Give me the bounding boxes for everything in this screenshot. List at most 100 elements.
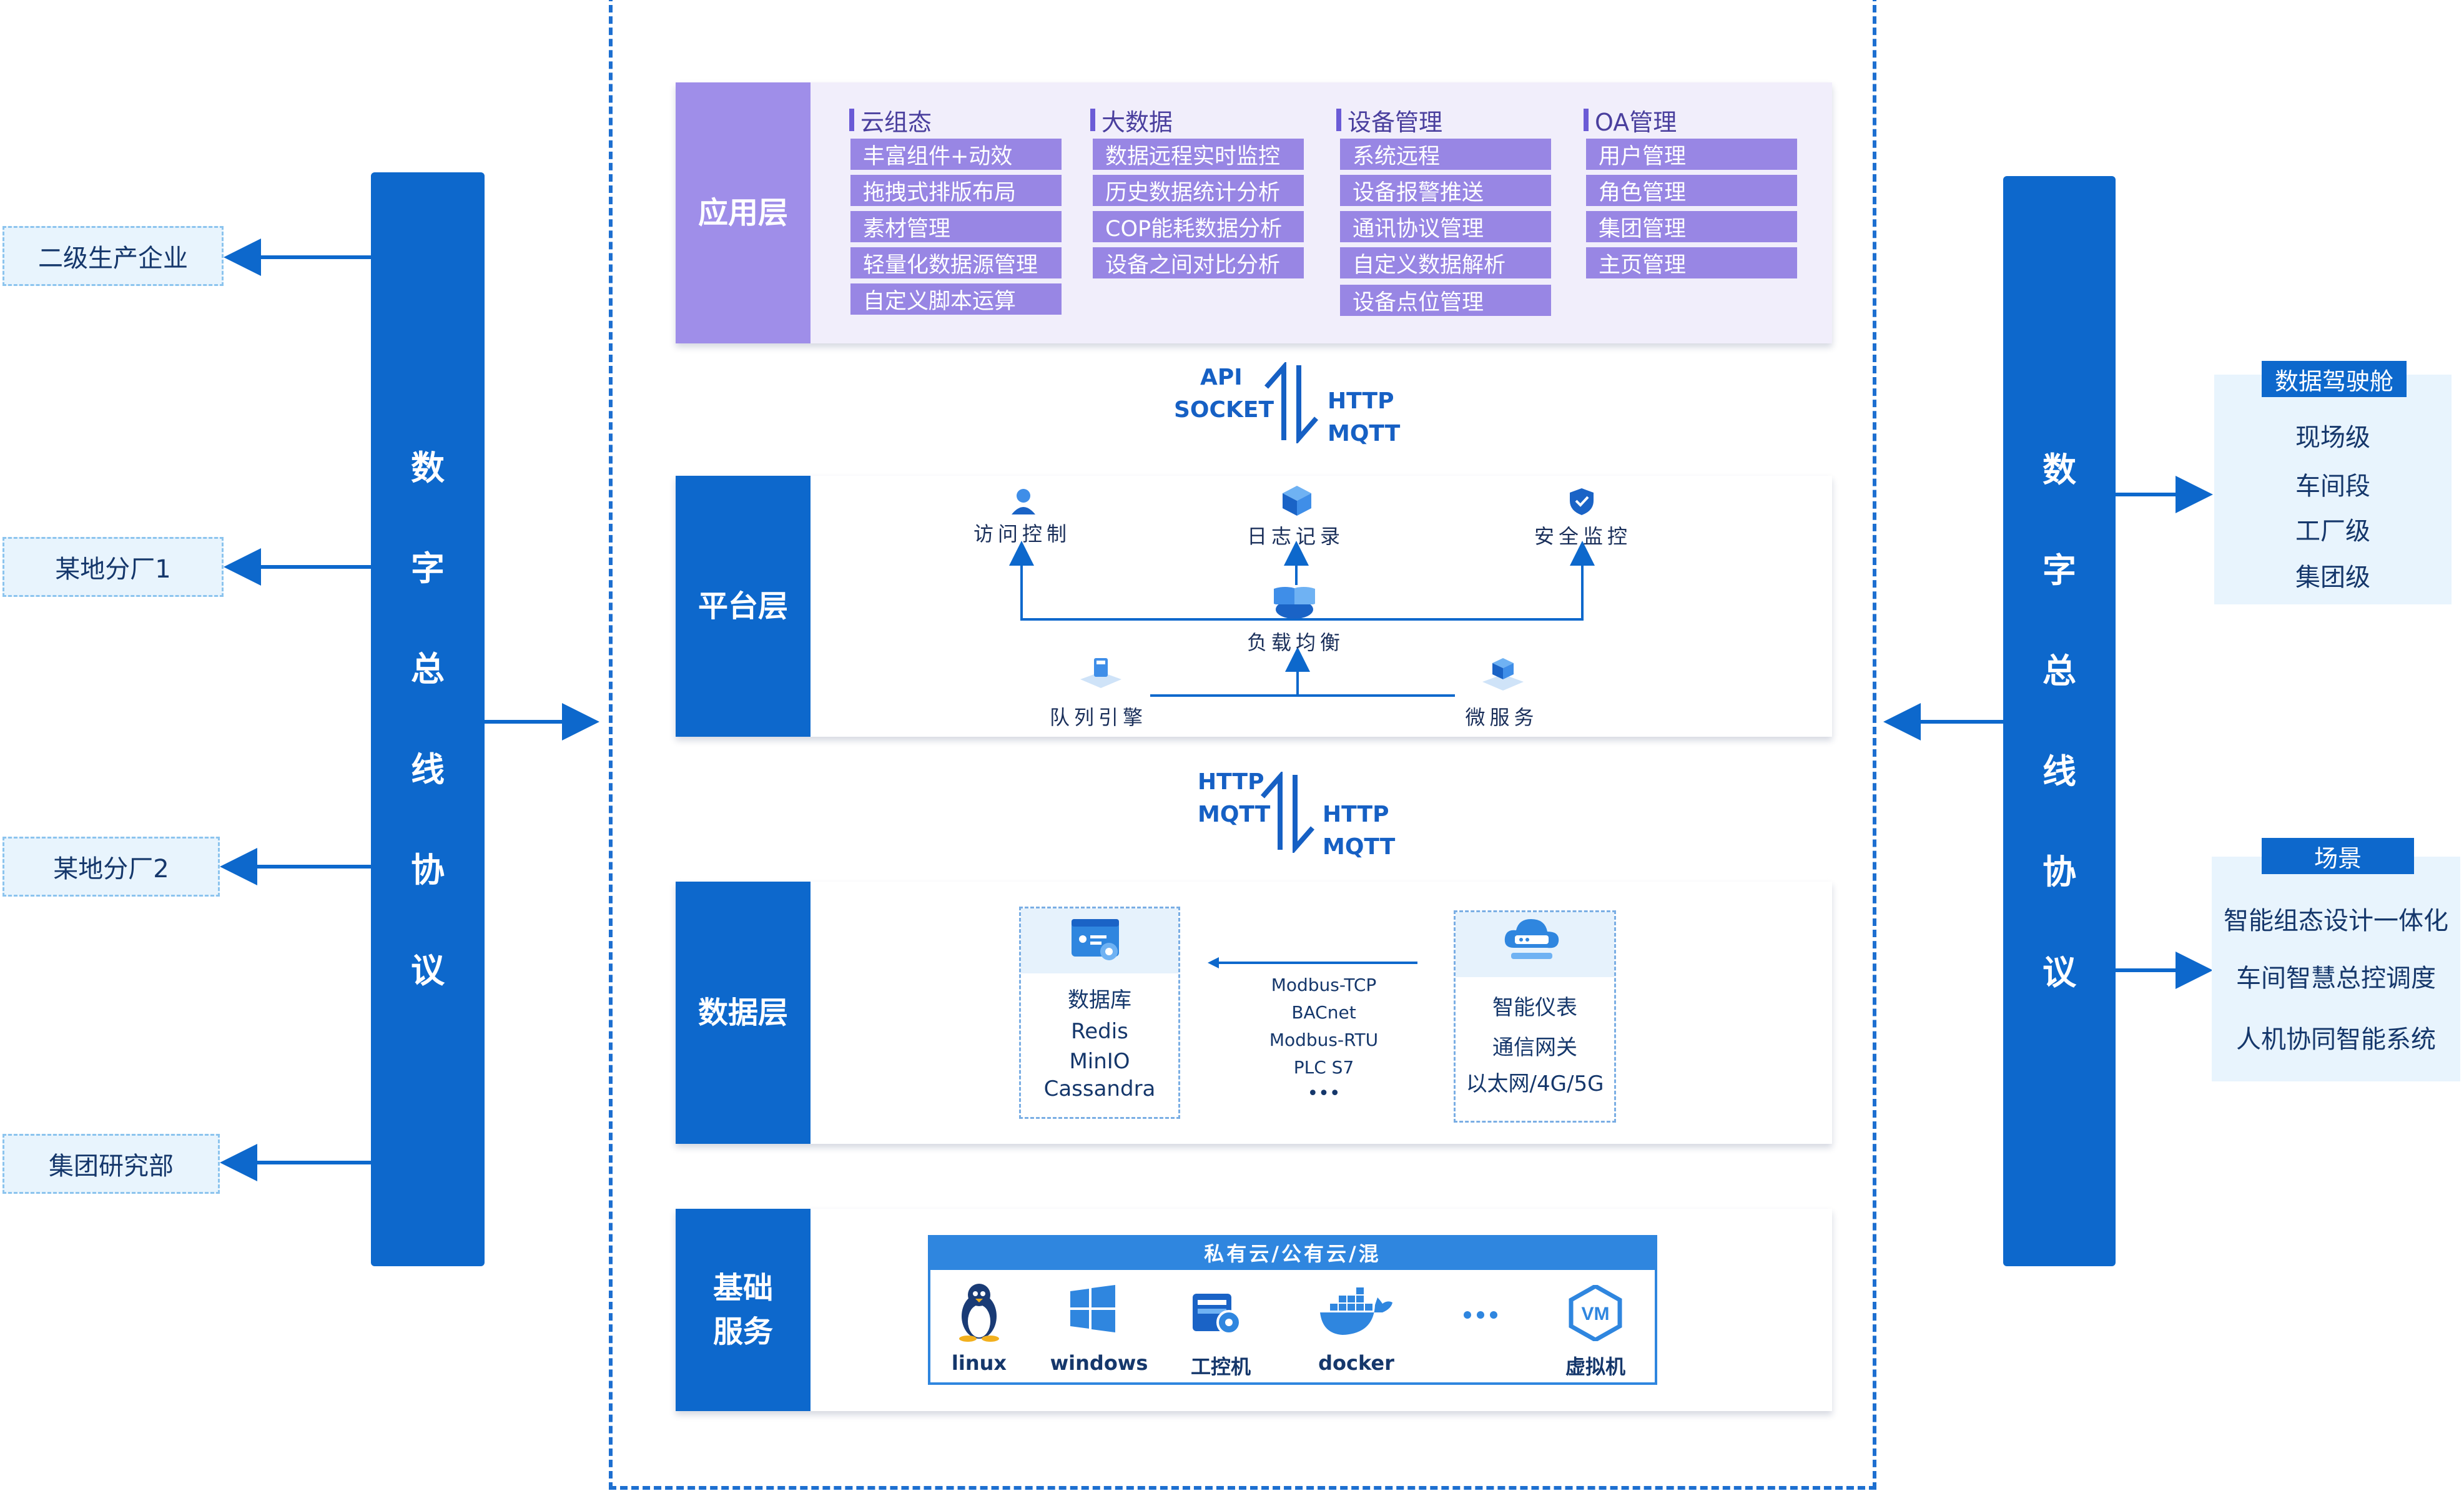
base-service-layer-label: 基础 服务 — [676, 1209, 811, 1411]
application-layer-label: 应用层 — [676, 82, 811, 343]
feature-item: 丰富组件+动效 — [850, 139, 1062, 170]
microservice-icon — [1482, 658, 1524, 691]
device-protocol-item: Modbus-TCP — [1271, 975, 1377, 995]
feature-item: 素材管理 — [850, 211, 1062, 242]
right-digital-bus: 数 字 总 线 协 议 — [2003, 176, 2116, 1266]
bus-char: 线 — [411, 750, 445, 789]
right-panel-scene — [2212, 857, 2460, 1081]
protocol-label: HTTP — [1328, 388, 1394, 414]
bidirectional-arrow-icon — [1264, 362, 1319, 443]
protocol-label: MQTT — [1198, 802, 1271, 827]
feature-item: 拖拽式排版布局 — [850, 175, 1062, 206]
category-title: 设备管理 — [1336, 106, 1442, 136]
feature-item: 自定义脚本运算 — [850, 283, 1062, 315]
left-node-box: 二级生产企业 — [2, 226, 224, 286]
feature-item: 自定义数据解析 — [1340, 247, 1551, 278]
feature-item: 通讯协议管理 — [1340, 211, 1551, 242]
bidirectional-arrow-icon — [1260, 772, 1315, 853]
platform-flow-lines — [1009, 541, 1595, 697]
bus-char: 协 — [411, 850, 445, 890]
platform-layer-label: 平台层 — [676, 476, 811, 737]
feature-item: 角色管理 — [1586, 175, 1797, 206]
platform-node-label: 日志记录 — [1246, 524, 1344, 548]
device-card-line: 通信网关 — [1492, 1035, 1577, 1060]
feature-item: 历史数据统计分析 — [1093, 175, 1304, 206]
more-dots-icon — [1464, 1311, 1497, 1319]
svg-text:VM: VM — [1582, 1304, 1610, 1324]
left-digital-bus: 数 字 总 线 协 议 — [371, 172, 485, 1266]
right-panel-item: 现场级 — [2295, 423, 2370, 452]
protocol-label: HTTP — [1323, 802, 1389, 827]
label-line: 服务 — [712, 1314, 773, 1349]
protocol-flow-arrow — [1208, 957, 1417, 968]
platform-node-label: 微服务 — [1465, 706, 1539, 729]
device-protocol-item: Modbus-RTU — [1269, 1030, 1379, 1050]
left-node-box: 集团研究部 — [2, 1134, 220, 1194]
architecture-frame — [609, 0, 1876, 1490]
bus-char: 字 — [411, 549, 445, 588]
data-layer-label: 数据层 — [676, 882, 811, 1144]
device-card-line: 以太网/4G/5G — [1466, 1071, 1604, 1096]
category-title: OA管理 — [1584, 106, 1677, 136]
windows-icon — [1070, 1285, 1115, 1332]
industrial-pc-icon — [1193, 1294, 1241, 1335]
category-title: 大数据 — [1090, 106, 1173, 136]
protocol-label: MQTT — [1323, 834, 1396, 860]
label-line: 基础 — [712, 1271, 773, 1306]
data-layer — [676, 882, 1832, 1144]
feature-item: 轻量化数据源管理 — [850, 247, 1062, 278]
database-card-line: MinIO — [1069, 1049, 1130, 1074]
protocol-label: SOCKET — [1174, 397, 1274, 423]
feature-item: 设备之间对比分析 — [1093, 247, 1304, 278]
right-panel-title: 数据驾驶舱 — [2262, 361, 2407, 397]
bus-char: 线 — [2043, 752, 2076, 791]
device-protocol-item: PLC S7 — [1293, 1057, 1354, 1078]
vm-icon: VM — [1569, 1285, 1622, 1341]
database-card-line: Cassandra — [1043, 1076, 1156, 1101]
bus-char: 总 — [2043, 651, 2076, 691]
right-panel-item: 智能组态设计一体化 — [2224, 907, 2448, 935]
feature-item: 数据远程实时监控 — [1093, 139, 1304, 170]
docker-whale-icon — [1320, 1287, 1392, 1335]
platform-node-label: 安全监控 — [1534, 524, 1632, 548]
bus-char: 议 — [411, 951, 445, 990]
database-icon — [1072, 919, 1119, 960]
left-node-box: 某地分厂1 — [2, 537, 224, 597]
device-protocol-more: ••• — [1307, 1083, 1341, 1105]
base-item-label: 工控机 — [1190, 1355, 1251, 1379]
right-panel-item: 车间段 — [2295, 472, 2370, 501]
user-icon — [1012, 489, 1035, 514]
protocol-label: MQTT — [1328, 421, 1401, 446]
right-panel-title: 场景 — [2262, 838, 2414, 874]
database-card-line: Redis — [1071, 1019, 1128, 1044]
left-node-box: 某地分厂2 — [2, 837, 220, 897]
log-box-icon — [1283, 486, 1311, 516]
cloud-type-bar: 私有云/公有云/混 — [928, 1235, 1657, 1270]
protocol-label: API — [1200, 365, 1243, 390]
queue-engine-icon — [1080, 658, 1121, 688]
base-item-label: linux — [951, 1351, 1007, 1375]
feature-item: 系统远程 — [1340, 139, 1551, 170]
pie-balance-icon — [1274, 587, 1315, 619]
platform-node-label: 负载均衡 — [1246, 631, 1344, 654]
right-panel-item: 集团级 — [2295, 563, 2370, 592]
feature-item: 设备点位管理 — [1340, 285, 1551, 316]
cloud-gateway-icon — [1504, 919, 1559, 959]
right-panel-item: 工厂级 — [2295, 517, 2370, 546]
right-panel-item: 车间智慧总控调度 — [2236, 964, 2436, 993]
feature-item: 主页管理 — [1586, 247, 1797, 278]
feature-item: 集团管理 — [1586, 211, 1797, 242]
base-item-label: windows — [1050, 1351, 1148, 1375]
device-card-line: 智能仪表 — [1492, 995, 1577, 1020]
device-protocol-item: BACnet — [1291, 1002, 1356, 1023]
bus-char: 协 — [2043, 852, 2076, 892]
base-item-label: 虚拟机 — [1565, 1355, 1625, 1379]
linux-penguin-icon — [959, 1284, 999, 1342]
feature-item: 设备报警推送 — [1340, 175, 1551, 206]
category-title: 云组态 — [849, 106, 932, 136]
platform-node-label: 访问控制 — [973, 522, 1071, 546]
platform-layer — [676, 476, 1832, 737]
bus-char: 议 — [2043, 953, 2076, 992]
database-card-line: 数据库 — [1068, 988, 1131, 1013]
